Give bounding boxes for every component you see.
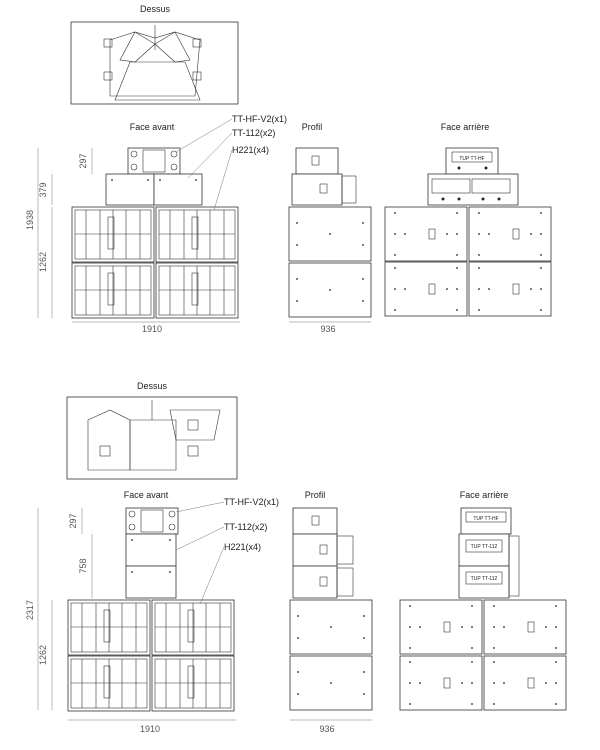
bottom-dim-1262: 1262 [38, 645, 48, 665]
bottom-rear-tt112-label-1: TUP TT-112 [471, 544, 498, 550]
bottom-dim-936: 936 [319, 724, 334, 734]
bottom-dim-1910: 1910 [140, 724, 160, 734]
top-face-arriere-label: Face arrière [441, 122, 490, 132]
bottom-dim-758: 758 [78, 558, 88, 573]
top-dim-936: 936 [320, 324, 335, 334]
bottom-face-arriere-label: Face arrière [460, 490, 509, 500]
top-profil-view [288, 147, 372, 318]
top-dim-1262: 1262 [38, 252, 48, 272]
top-arrangement: Dessus Face avant [25, 4, 552, 334]
bottom-callout-tt-hf: TT-HF-V2(x1) [224, 497, 279, 507]
top-dim-1938: 1938 [25, 210, 35, 230]
top-callout-h221: H221(x4) [232, 145, 269, 155]
top-callout-tt-112: TT-112(x2) [232, 128, 275, 138]
bottom-callout-tt-112: TT-112(x2) [224, 522, 267, 532]
top-dim-297: 297 [78, 153, 88, 168]
bottom-face-arriere-view: TUP TT-HF TUP TT-112 TUP TT-112 [399, 507, 567, 711]
top-dim-1910: 1910 [142, 324, 162, 334]
bottom-rear-tt112-label-2: TUP TT-112 [471, 576, 498, 582]
bottom-dim-2317: 2317 [25, 600, 35, 620]
bottom-callout-h221: H221(x4) [224, 542, 261, 552]
top-callout-tt-hf: TT-HF-V2(x1) [232, 114, 287, 124]
bottom-profil-view [289, 507, 373, 711]
top-dessus-label: Dessus [140, 4, 171, 14]
top-dessus-view [70, 21, 239, 105]
top-face-avant-label: Face avant [130, 122, 175, 132]
bottom-face-avant-view [67, 507, 235, 712]
bottom-face-avant-label: Face avant [124, 490, 169, 500]
top-face-avant-view [71, 147, 239, 319]
top-profil-label: Profil [302, 122, 323, 132]
top-face-arriere-view: TUP TT-HF [384, 147, 552, 317]
bottom-profil-label: Profil [305, 490, 326, 500]
bottom-dim-297: 297 [68, 513, 78, 528]
top-dim-379: 379 [38, 182, 48, 197]
bottom-dessus-view [66, 396, 238, 480]
bottom-rear-box-label: TUP TT-HF [473, 516, 498, 522]
bottom-dessus-label: Dessus [137, 381, 168, 391]
top-rear-box-label: TUP TT-HF [459, 156, 484, 162]
bottom-arrangement: Dessus Face avant [25, 381, 567, 734]
